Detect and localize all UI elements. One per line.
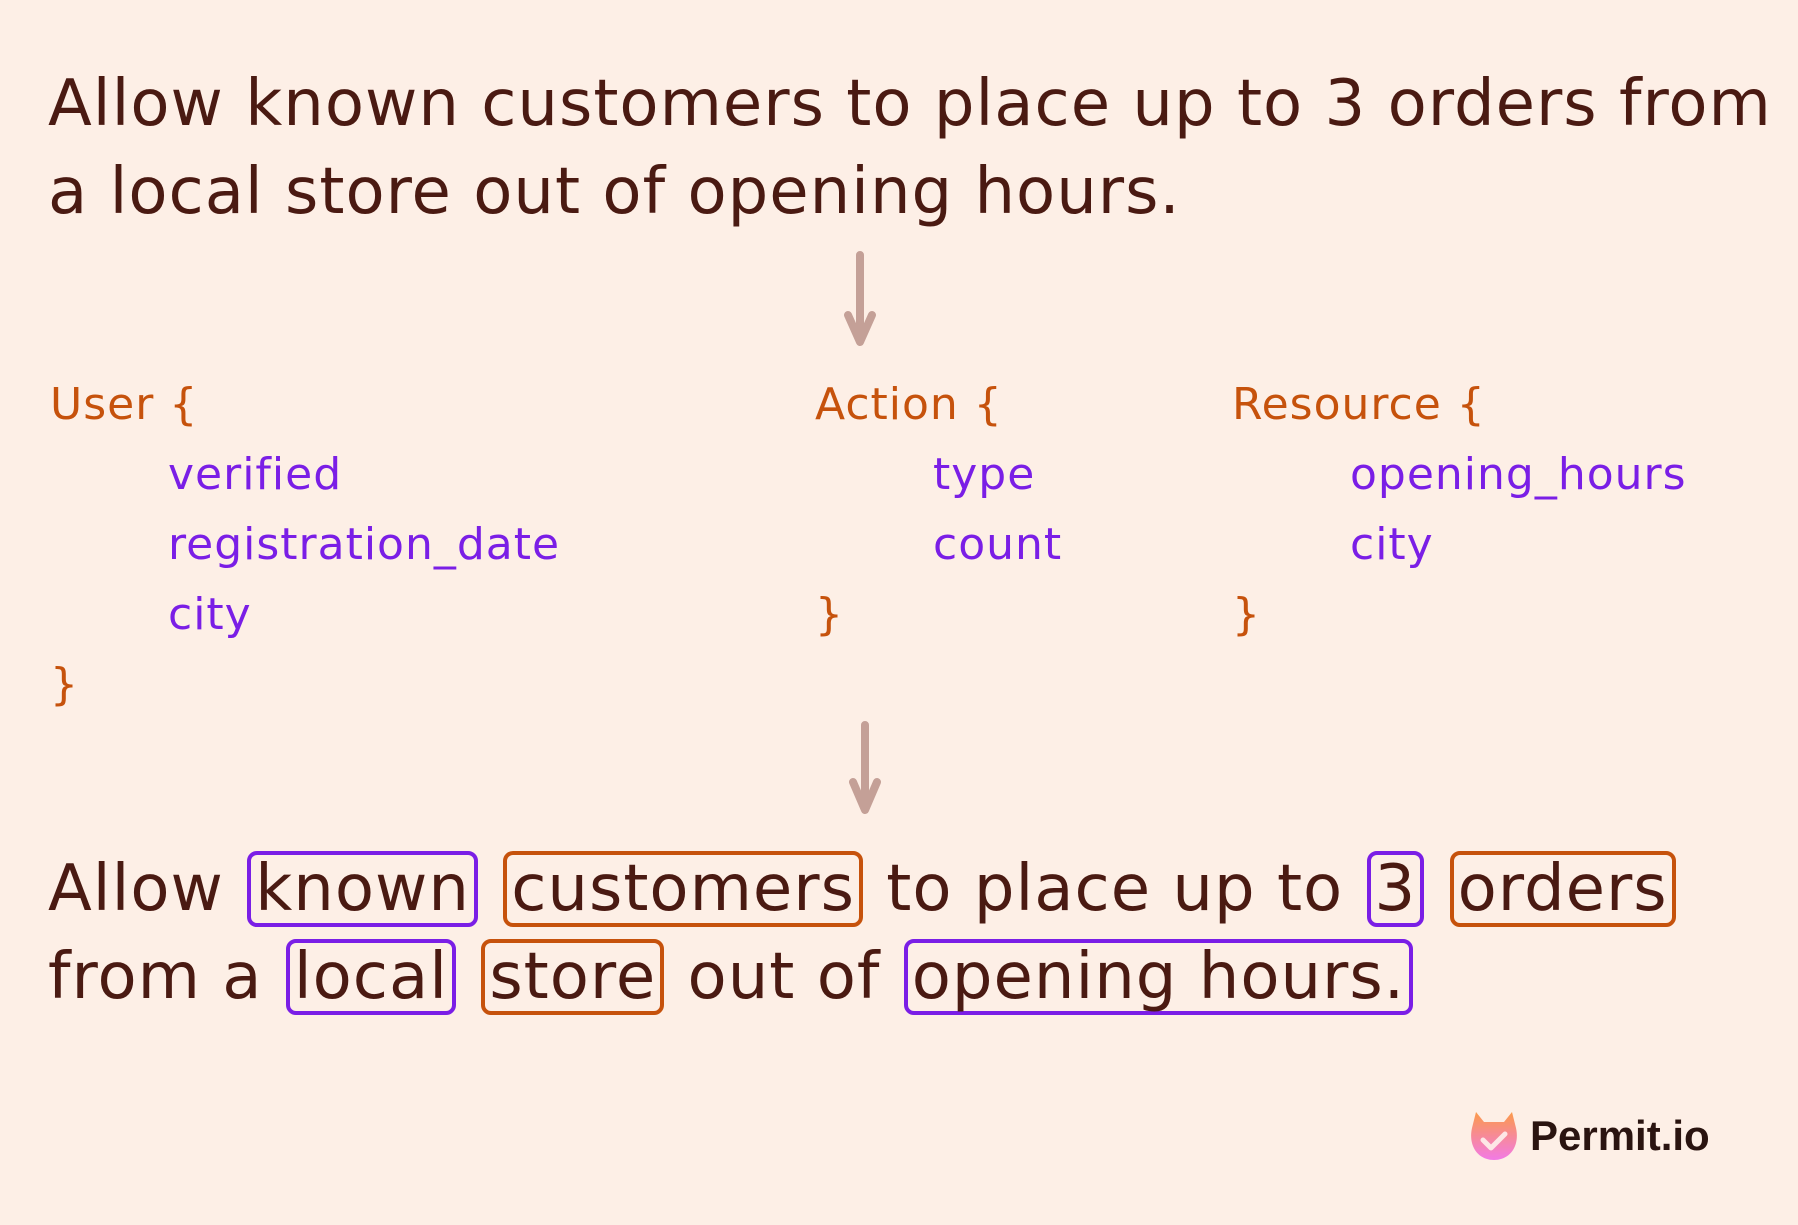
- attribute-highlight: known: [247, 851, 478, 927]
- user-entity-head: User {: [50, 379, 199, 430]
- down-arrow-icon: [844, 251, 876, 346]
- resource-entity-close: }: [1232, 589, 1261, 640]
- resource-attribute: city: [1350, 519, 1434, 570]
- attribute-highlight: local: [285, 939, 456, 1015]
- plain-text: out of: [687, 940, 881, 1014]
- down-arrow-icon: [849, 721, 881, 814]
- attribute-highlight: 3: [1366, 851, 1425, 927]
- action-entity-close: }: [815, 589, 844, 640]
- permit-cat-check-icon: [1471, 1112, 1517, 1160]
- entity-highlight: orders: [1449, 851, 1676, 927]
- resource-entity: Resource { opening_hours city }: [1232, 370, 1687, 650]
- annotated-line-1: Allow known customers to place up to 3 o…: [48, 845, 1788, 933]
- user-entity: User { verified registration_date city }: [50, 370, 560, 720]
- resource-entity-head: Resource {: [1232, 379, 1486, 430]
- permit-logo: Permit.io: [1468, 1108, 1710, 1164]
- permit-logo-text: Permit.io: [1530, 1112, 1710, 1159]
- plain-text: from a: [48, 940, 263, 1014]
- user-attribute: registration_date: [168, 519, 561, 570]
- annotated-policy-sentence: Allow known customers to place up to 3 o…: [48, 845, 1788, 1021]
- user-attribute: city: [168, 589, 252, 640]
- resource-attribute: opening_hours: [1350, 449, 1687, 500]
- user-attribute: verified: [168, 449, 343, 500]
- action-entity-head: Action {: [815, 379, 1003, 430]
- entity-highlight: store: [481, 939, 665, 1015]
- action-attribute: count: [933, 519, 1063, 570]
- action-attribute: type: [933, 449, 1036, 500]
- annotated-line-2: from a local store out of opening hours.: [48, 933, 1788, 1021]
- plain-text: Allow: [48, 852, 224, 926]
- attribute-highlight: opening hours.: [903, 939, 1414, 1015]
- plain-text: to place up to: [886, 852, 1344, 926]
- action-entity: Action { type count }: [815, 370, 1062, 650]
- entity-highlight: customers: [503, 851, 863, 927]
- user-entity-close: }: [50, 659, 79, 710]
- policy-sentence: Allow known customers to place up to 3 o…: [48, 67, 1772, 229]
